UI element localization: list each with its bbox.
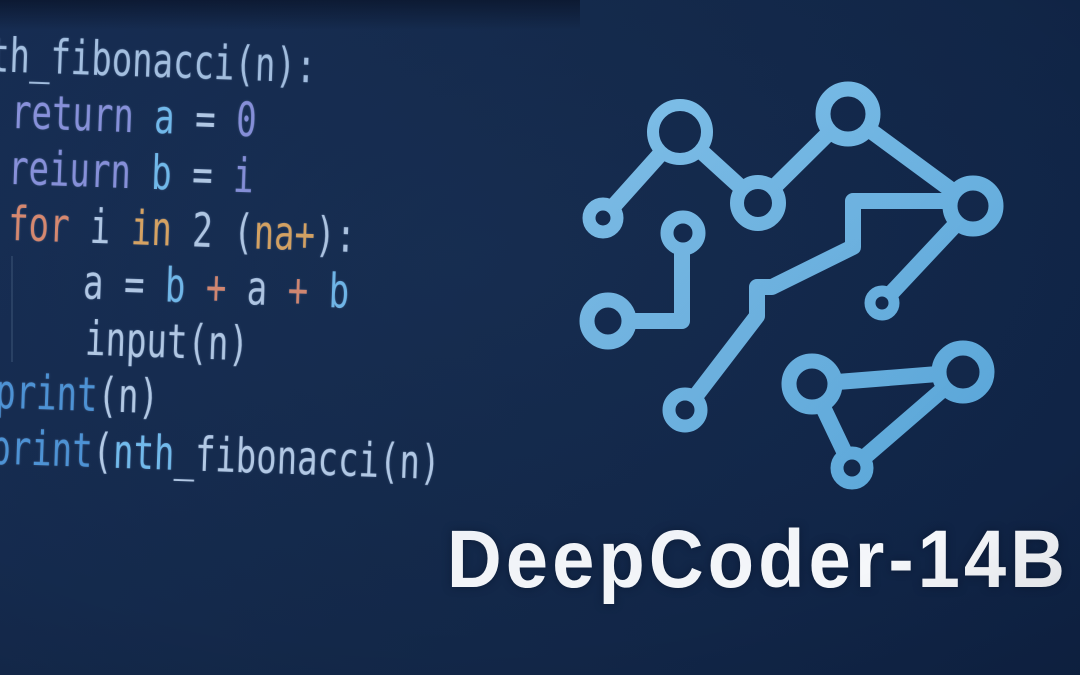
circuit-node: [730, 175, 786, 231]
code-token: print: [0, 419, 94, 480]
code-token: +: [204, 259, 248, 317]
code-token: (: [91, 423, 115, 481]
model-title: DeepCoder-14B: [446, 513, 1070, 606]
code-token: (n): [96, 367, 160, 426]
code-token: input(n): [84, 311, 250, 373]
code-token: _fibonacci(n): [173, 426, 442, 492]
circuit-node: [931, 340, 995, 404]
code-token: print: [0, 364, 99, 424]
circuit-node: [647, 99, 713, 165]
code-token: a: [245, 260, 289, 319]
circuit-node: [781, 353, 843, 415]
code-token: 0: [235, 92, 258, 149]
code-token: 2: [191, 202, 235, 261]
code-token: =: [191, 146, 235, 205]
circuit-node: [582, 197, 624, 239]
circuit-node: [579, 292, 637, 350]
circuit-edge: [677, 193, 958, 418]
code-token: =: [194, 90, 238, 149]
circuit-node: [864, 285, 900, 321]
indent-guide-line: [11, 256, 13, 362]
code-token: i: [89, 199, 132, 257]
code-token: (: [232, 204, 255, 261]
code-token: na+: [252, 204, 317, 264]
circuit-node: [815, 81, 881, 147]
top-shade: [0, 0, 580, 30]
code-token: in: [129, 200, 194, 259]
circuit-node: [942, 175, 1004, 237]
code-token: +: [286, 262, 330, 320]
circuit-node: [660, 210, 706, 256]
code-token: a =: [82, 255, 166, 314]
circuit-node: [830, 446, 874, 490]
circuit-node: [662, 387, 708, 433]
code-token: nth: [112, 424, 176, 483]
code-token: i: [232, 148, 255, 205]
code-token: b: [327, 263, 351, 321]
code-token: b: [164, 257, 207, 316]
code-token: a: [153, 89, 197, 147]
code-token: return: [10, 84, 156, 146]
neural-circuit-logo: [579, 81, 1004, 490]
code-token: reiurn: [7, 140, 153, 202]
code-token: for: [7, 196, 91, 256]
code-token: ):: [314, 207, 357, 265]
code-token: b: [150, 145, 194, 203]
